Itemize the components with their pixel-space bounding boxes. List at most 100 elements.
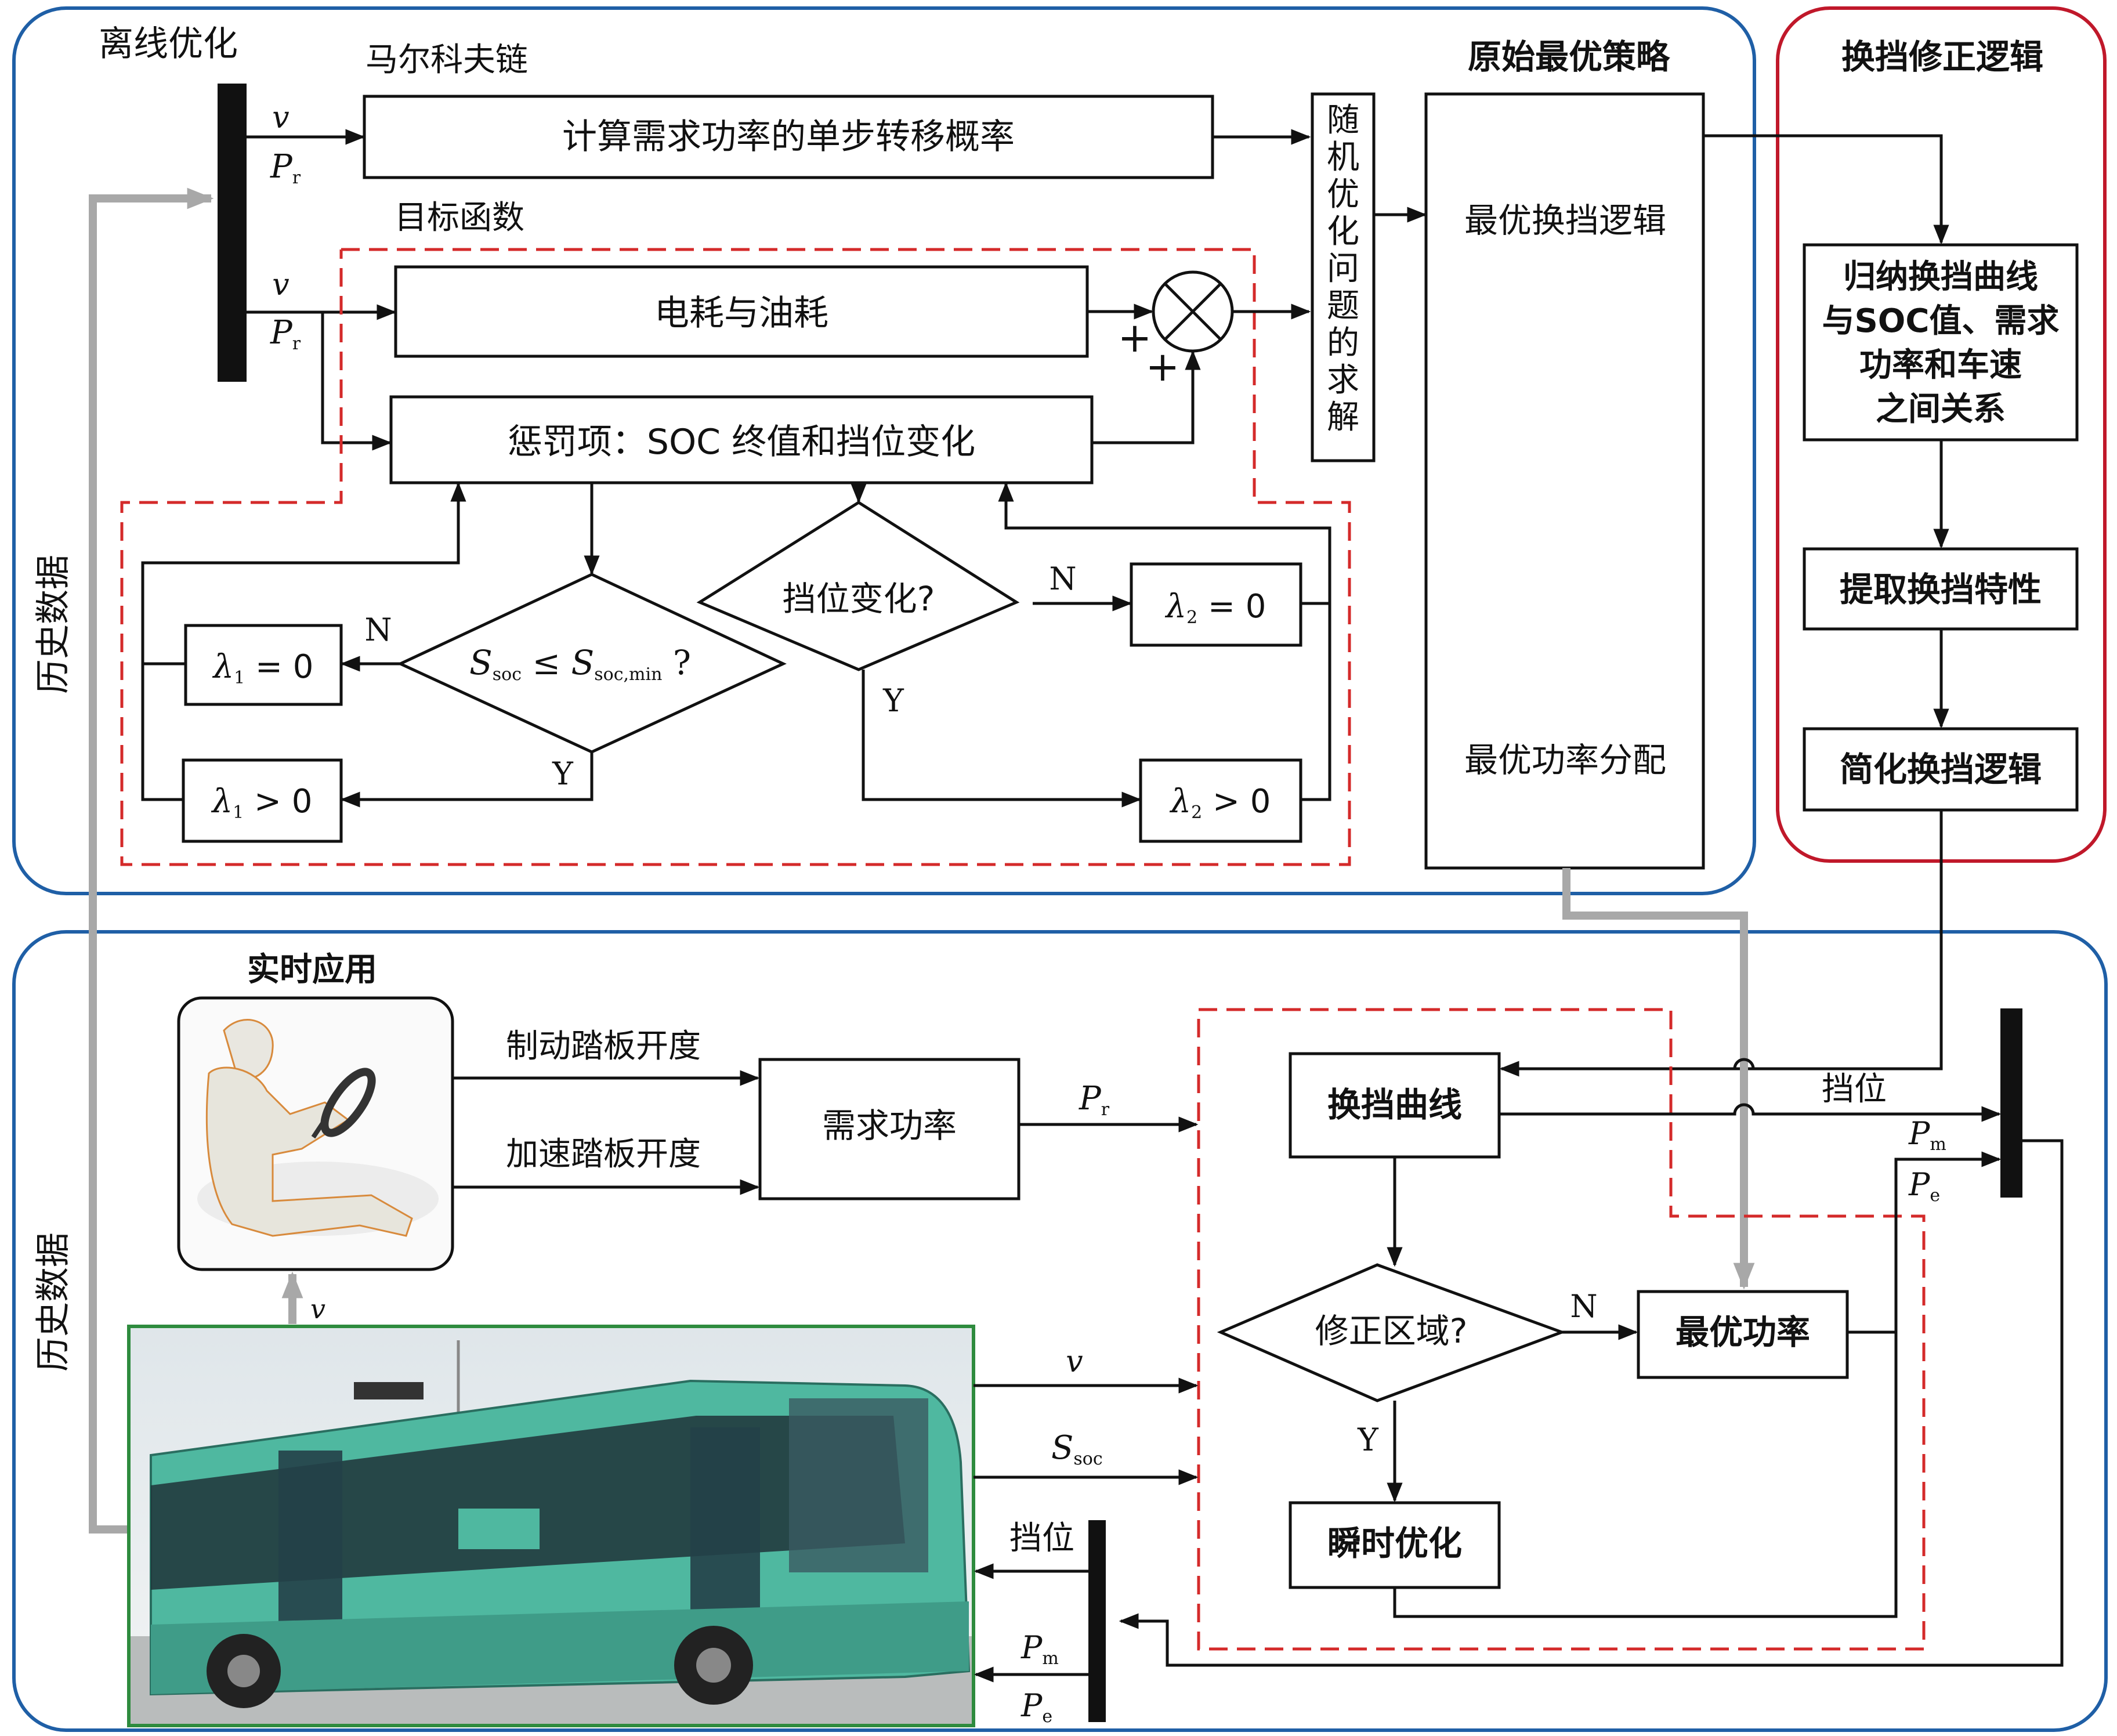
lambda2-zero-label: λ2 = 0 xyxy=(1165,588,1266,628)
lambda2-pos-label: λ2 > 0 xyxy=(1170,783,1271,823)
gear-label-right: 挡位 xyxy=(1822,1070,1887,1108)
extract-box xyxy=(1803,547,2079,631)
objective-region xyxy=(120,248,1351,866)
induce-line: 功率和车速 xyxy=(1859,346,2022,384)
v-driver-label: v xyxy=(310,1293,325,1325)
penalty-box xyxy=(389,395,1094,484)
sum-cross-2 xyxy=(1164,283,1222,341)
gear-y-label: Y xyxy=(882,682,904,719)
lambda1-zero-label: λ1 = 0 xyxy=(212,648,314,688)
induce-line: 与SOC值、需求 xyxy=(1822,302,2059,340)
arrow-to-penalty xyxy=(321,312,392,451)
output-bus-left xyxy=(1088,1520,1106,1722)
bus-image xyxy=(127,1325,975,1727)
induce-line: 归纳换挡曲线 xyxy=(1843,258,2038,296)
shift-correction-title: 换挡修正逻辑 xyxy=(1841,37,2043,77)
arrow-instant-to-bus xyxy=(1393,1332,1898,1618)
soc-decision-label: Ssoc ≤ Ssoc,min ? xyxy=(469,643,691,685)
optimal-power-alloc-label: 最优功率分配 xyxy=(1464,740,1666,780)
stochastic-char: 的 xyxy=(1327,324,1359,362)
demand-power-label: 需求功率 xyxy=(822,1106,957,1145)
stochastic-char: 随 xyxy=(1327,102,1359,139)
offline-title: 离线优化 xyxy=(99,24,238,64)
pm-label-left: Pm xyxy=(1020,1629,1059,1669)
lambda1-pos-label: λ1 > 0 xyxy=(211,783,313,823)
v-label-1: v xyxy=(272,100,289,135)
demand-power-box xyxy=(758,1058,1020,1200)
energy-box xyxy=(394,265,1089,358)
original-strategy-title: 原始最优策略 xyxy=(1468,37,1670,77)
pm-label-right: Pm xyxy=(1908,1115,1946,1155)
correction-zone-decision xyxy=(1217,1263,1566,1402)
correction-zone-label: 修正区域? xyxy=(1315,1311,1468,1351)
extract-label: 提取换挡特性 xyxy=(1840,570,2042,609)
simplify-label: 简化换挡逻辑 xyxy=(1840,750,2042,789)
soc-y-label: Y xyxy=(552,755,574,792)
realtime-title: 实时应用 xyxy=(247,951,377,989)
hop-simplify-line xyxy=(1733,1058,1755,1069)
objective-label: 目标函数 xyxy=(395,199,524,237)
accel-label: 加速踏板开度 xyxy=(506,1135,701,1173)
offline-panel xyxy=(12,6,1756,895)
plus-sign-2: + xyxy=(1146,343,1180,390)
pe-label-left: Pe xyxy=(1020,1687,1052,1727)
lambda2-feedback xyxy=(1301,602,1331,801)
lambda2-feedback-up xyxy=(998,482,1331,603)
stochastic-char: 解 xyxy=(1327,399,1359,436)
stochastic-char: 机 xyxy=(1327,139,1359,176)
arrow-strategy-to-induce xyxy=(1703,134,1949,245)
optimal-power-box xyxy=(1637,1290,1849,1379)
decision-y-label: Y xyxy=(1357,1422,1379,1458)
induce-line: 之间关系 xyxy=(1876,390,2006,428)
v-label-2: v xyxy=(272,267,289,302)
gear-change-decision xyxy=(696,501,1020,671)
instant-opt-box xyxy=(1289,1501,1501,1589)
realtime-region xyxy=(1197,1008,1926,1651)
history-label-top: 历史数据 xyxy=(33,555,74,694)
optimal-power-label: 最优功率 xyxy=(1675,1312,1810,1352)
stochastic-char: 题 xyxy=(1327,287,1359,325)
lambda2-zero-box xyxy=(1130,562,1302,647)
v-bus-label: v xyxy=(1066,1344,1083,1379)
history-label-bottom: 历史数据 xyxy=(33,1232,74,1372)
gear-n-label: N xyxy=(1049,560,1076,597)
instant-opt-label: 瞬时优化 xyxy=(1327,1524,1462,1563)
stochastic-char: 求 xyxy=(1327,361,1359,399)
arrow-shift-to-gear-bus xyxy=(1499,1103,2002,1122)
offline-input-bus xyxy=(218,84,247,382)
brake-label: 制动踏板开度 xyxy=(506,1028,701,1065)
compute-prob-label: 计算需求功率的单步转移概率 xyxy=(562,117,1015,157)
penalty-label: 惩罚项：SOC 终值和挡位变化 xyxy=(508,422,975,462)
output-bus-right xyxy=(2000,1008,2022,1198)
pr-label-2: Pr xyxy=(270,314,301,354)
markov-label: 马尔科夫链 xyxy=(366,41,528,79)
lambda2-pos-box xyxy=(1139,758,1302,843)
ssoc-label: Ssoc xyxy=(1051,1429,1103,1469)
arrow-simplify-to-shift-curve xyxy=(1499,810,1943,1077)
energy-label: 电耗与油耗 xyxy=(654,293,828,334)
pe-label-right: Pe xyxy=(1908,1166,1940,1206)
pr-realtime-label: Pr xyxy=(1079,1080,1110,1120)
pr-label-1: Pr xyxy=(270,148,301,188)
arrow-penalty-to-sum xyxy=(1092,350,1201,444)
arrow-optimal-power-to-bus xyxy=(1847,1151,2002,1334)
driver-image xyxy=(177,996,454,1271)
stochastic-solve-box xyxy=(1311,92,1376,462)
bus-right-out xyxy=(1119,1139,2064,1667)
compute-prob-box xyxy=(363,95,1214,179)
shift-curve-label: 换挡曲线 xyxy=(1327,1085,1462,1124)
decision-n-label: N xyxy=(1570,1288,1597,1325)
soc-n-label: N xyxy=(364,612,392,648)
lambda1-zero-box xyxy=(184,624,343,706)
lambda1-feedback-up xyxy=(141,482,466,664)
gear-change-label: 挡位变化? xyxy=(783,579,935,619)
optimal-shift-label: 最优换挡逻辑 xyxy=(1464,201,1666,240)
strategy-to-optimal-power-arrow xyxy=(1562,868,1755,1290)
realtime-panel xyxy=(12,930,2108,1732)
plus-sign-1: + xyxy=(1118,314,1152,361)
stochastic-char: 化 xyxy=(1327,213,1359,251)
arrow-soc-y xyxy=(340,752,594,808)
simplify-box xyxy=(1803,727,2079,812)
